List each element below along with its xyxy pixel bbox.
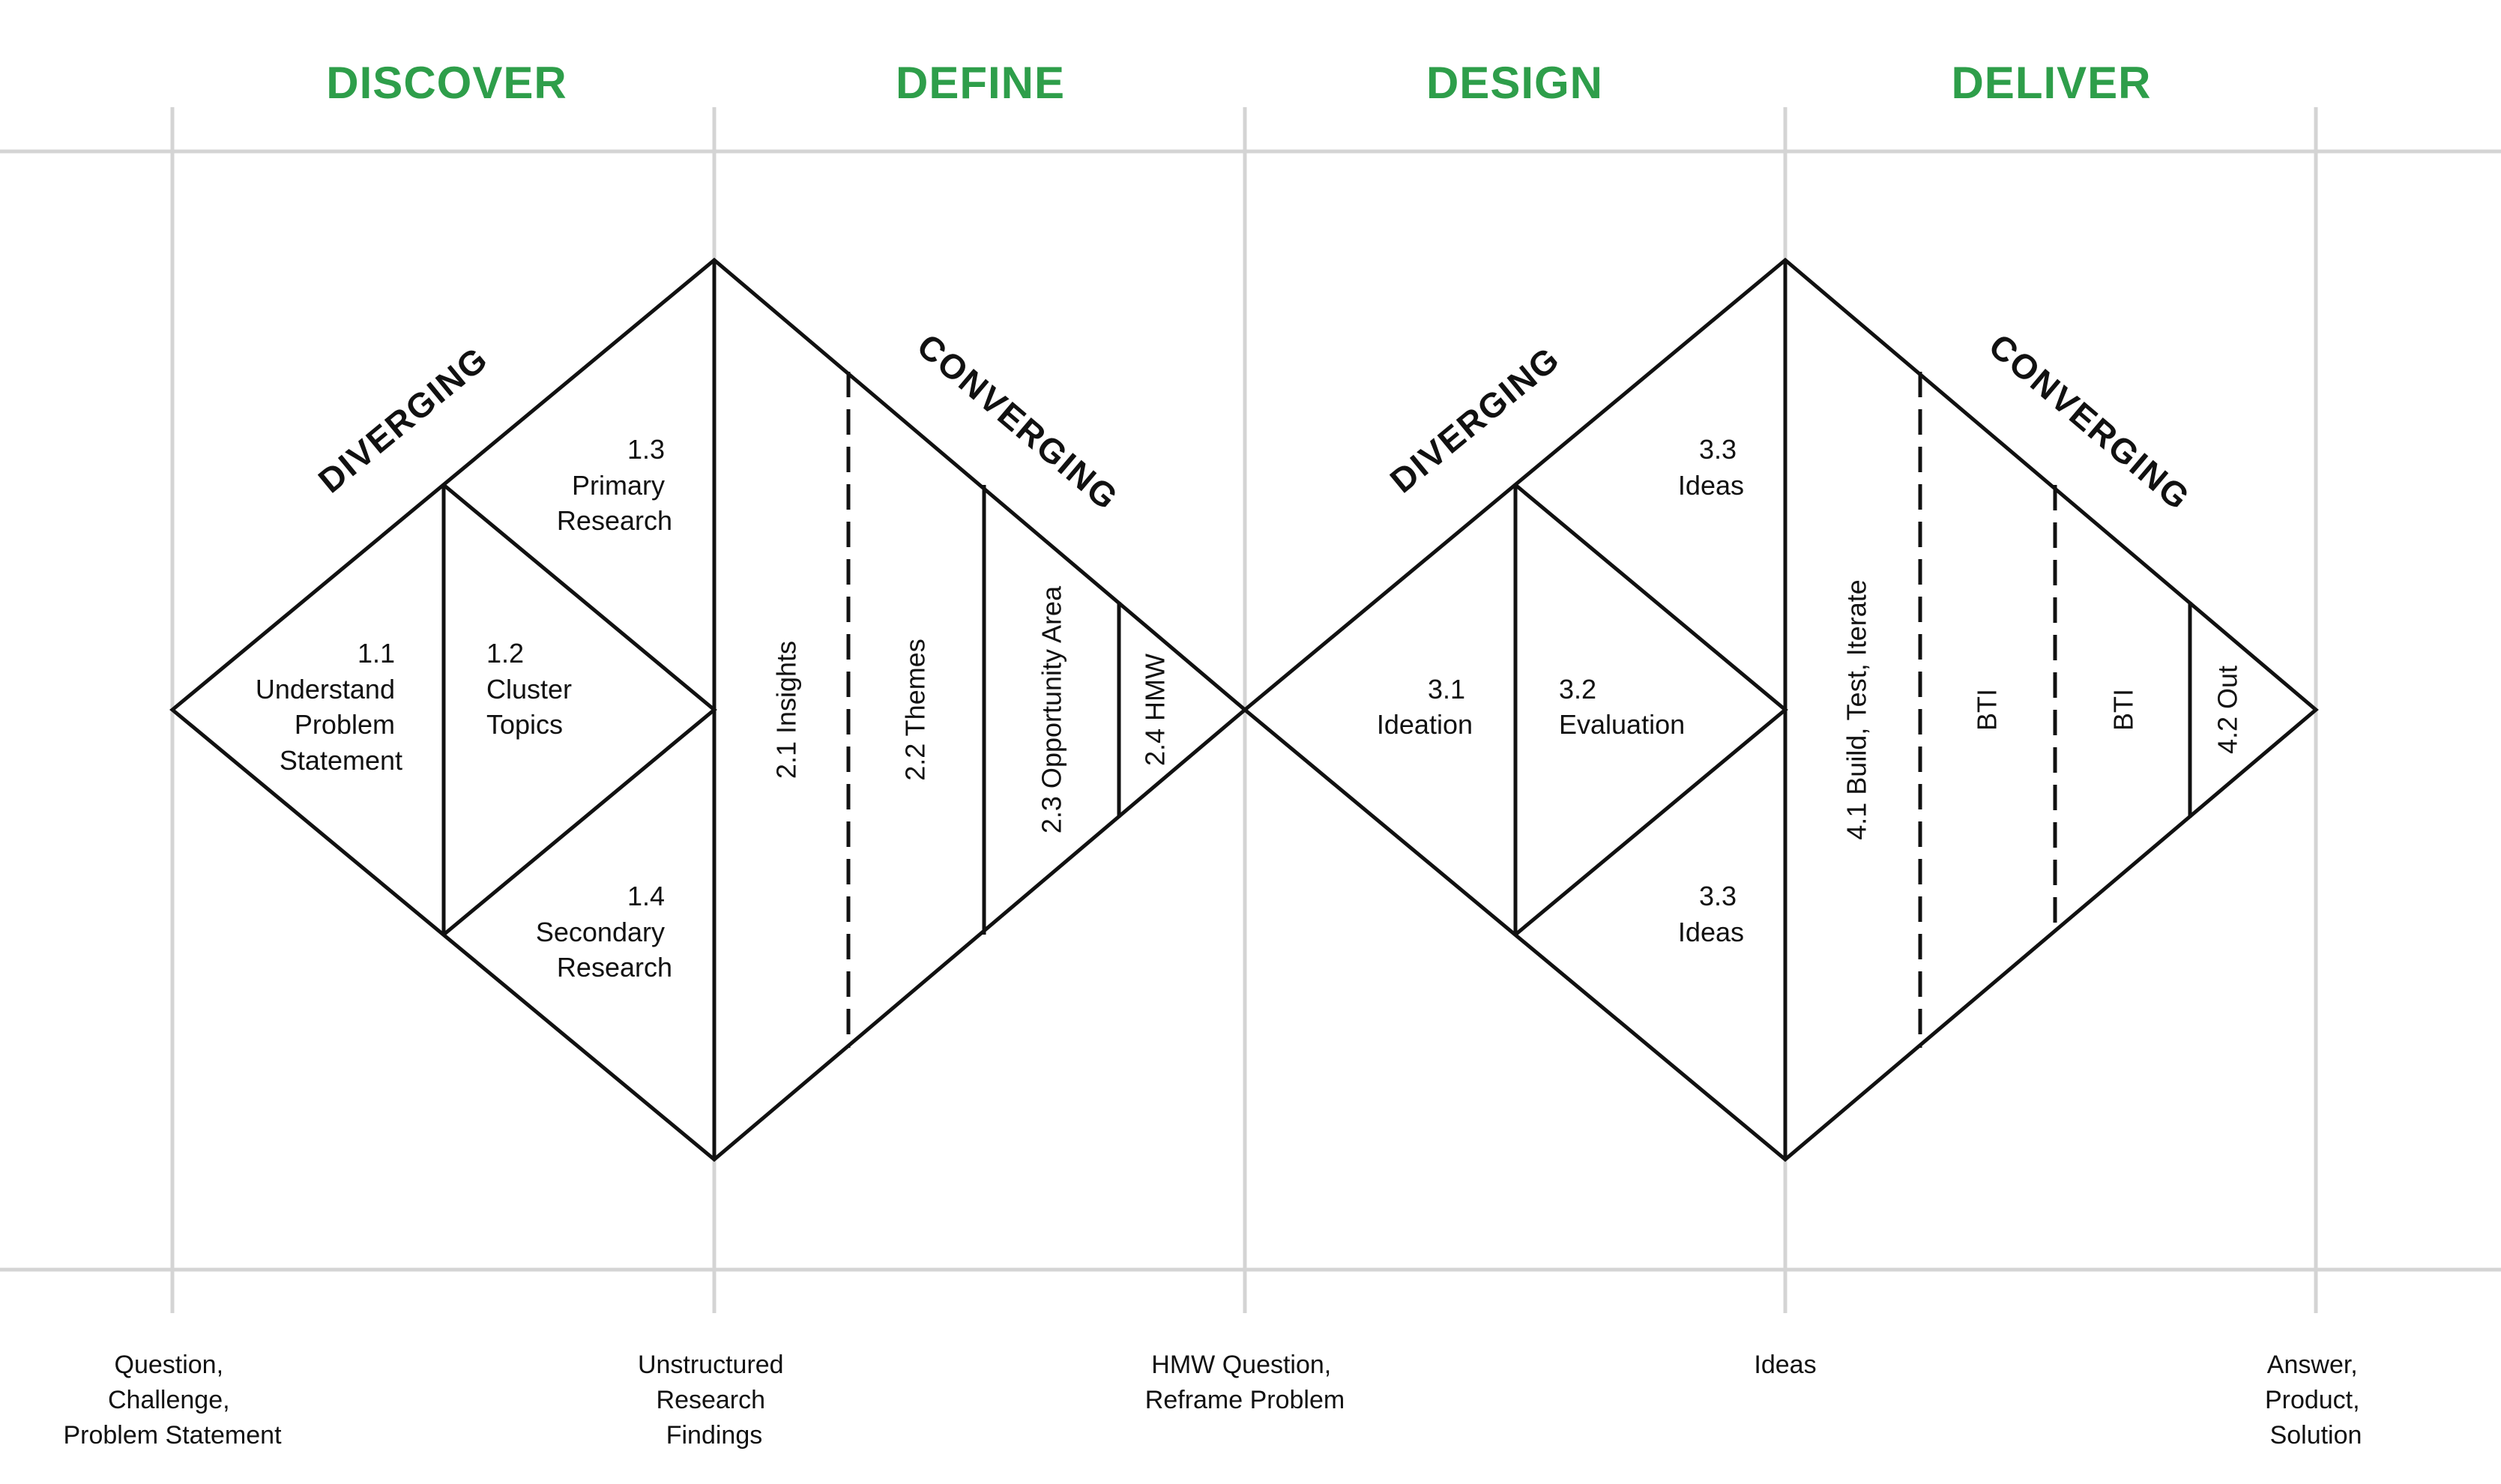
phase-headings: DISCOVER DEFINE DESIGN DELIVER xyxy=(326,58,2151,108)
step-2-1-label: 2.1 Insights xyxy=(771,641,802,779)
step-2-2-label: 2.2 Themes xyxy=(900,639,931,780)
step-1-1-label: 1.1 Understand Problem Statement xyxy=(256,638,402,776)
step-4-1-label: 4.1 Build, Test, Iterate xyxy=(1841,579,1872,840)
phase-discover: DISCOVER xyxy=(326,58,567,108)
deliver-steps: 4.1 Build, Test, Iterate BTI BTI 4.2 Out xyxy=(1841,579,2243,840)
diamond-one xyxy=(169,257,1248,1162)
cluster-triangle-edges xyxy=(442,483,717,936)
output-2: Unstructured Research Findings xyxy=(638,1351,791,1450)
step-2-3-label: 2.3 Opportunity Area xyxy=(1037,585,1067,833)
output-1: Question, Challenge, Problem Statement xyxy=(63,1351,282,1450)
diamond-two-outline xyxy=(1242,257,2319,1162)
step-1-3-label: 1.3 Primary Research xyxy=(557,434,672,536)
mode-label-diverging-2: DIVERGING xyxy=(1383,339,1567,501)
step-3-3-top-label: 3.3 Ideas xyxy=(1678,434,1744,501)
step-3-2-label: 3.2 Evaluation xyxy=(1559,674,1685,740)
phase-design: DESIGN xyxy=(1426,58,1603,108)
step-4-2-label: 4.2 Out xyxy=(2212,666,2243,754)
output-5: Answer, Product, Solution xyxy=(2265,1351,2367,1450)
step-1-4-label: 1.4 Secondary Research xyxy=(536,881,672,983)
stage-outputs: Question, Challenge, Problem Statement U… xyxy=(63,1351,2367,1450)
output-4: Ideas xyxy=(1754,1351,1816,1379)
diamond-two xyxy=(1242,257,2319,1162)
phase-deliver: DELIVER xyxy=(1951,58,2151,108)
mode-label-diverging-1: DIVERGING xyxy=(311,339,495,501)
discover-steps: 1.1 Understand Problem Statement 1.2 Clu… xyxy=(256,434,672,983)
output-3: HMW Question, Reframe Problem xyxy=(1145,1351,1345,1414)
step-1-2-label: 1.2 Cluster Topics xyxy=(486,638,579,740)
phase-define: DEFINE xyxy=(896,58,1065,108)
define-steps: 2.1 Insights 2.2 Themes 2.3 Opportunity … xyxy=(771,585,1171,833)
step-3-1-label: 3.1 Ideation xyxy=(1377,674,1473,740)
step-2-4-label: 2.4 HMW xyxy=(1140,654,1171,766)
design-steps: 3.1 Ideation 3.2 Evaluation 3.3 Ideas 3.… xyxy=(1377,434,1744,947)
step-bti-1-label: BTI xyxy=(1972,689,2003,731)
step-3-3-bottom-label: 3.3 Ideas xyxy=(1678,881,1744,947)
mode-label-converging-2: CONVERGING xyxy=(1982,326,2198,518)
step-bti-2-label: BTI xyxy=(2108,689,2139,731)
mode-label-converging-1: CONVERGING xyxy=(910,326,1126,518)
